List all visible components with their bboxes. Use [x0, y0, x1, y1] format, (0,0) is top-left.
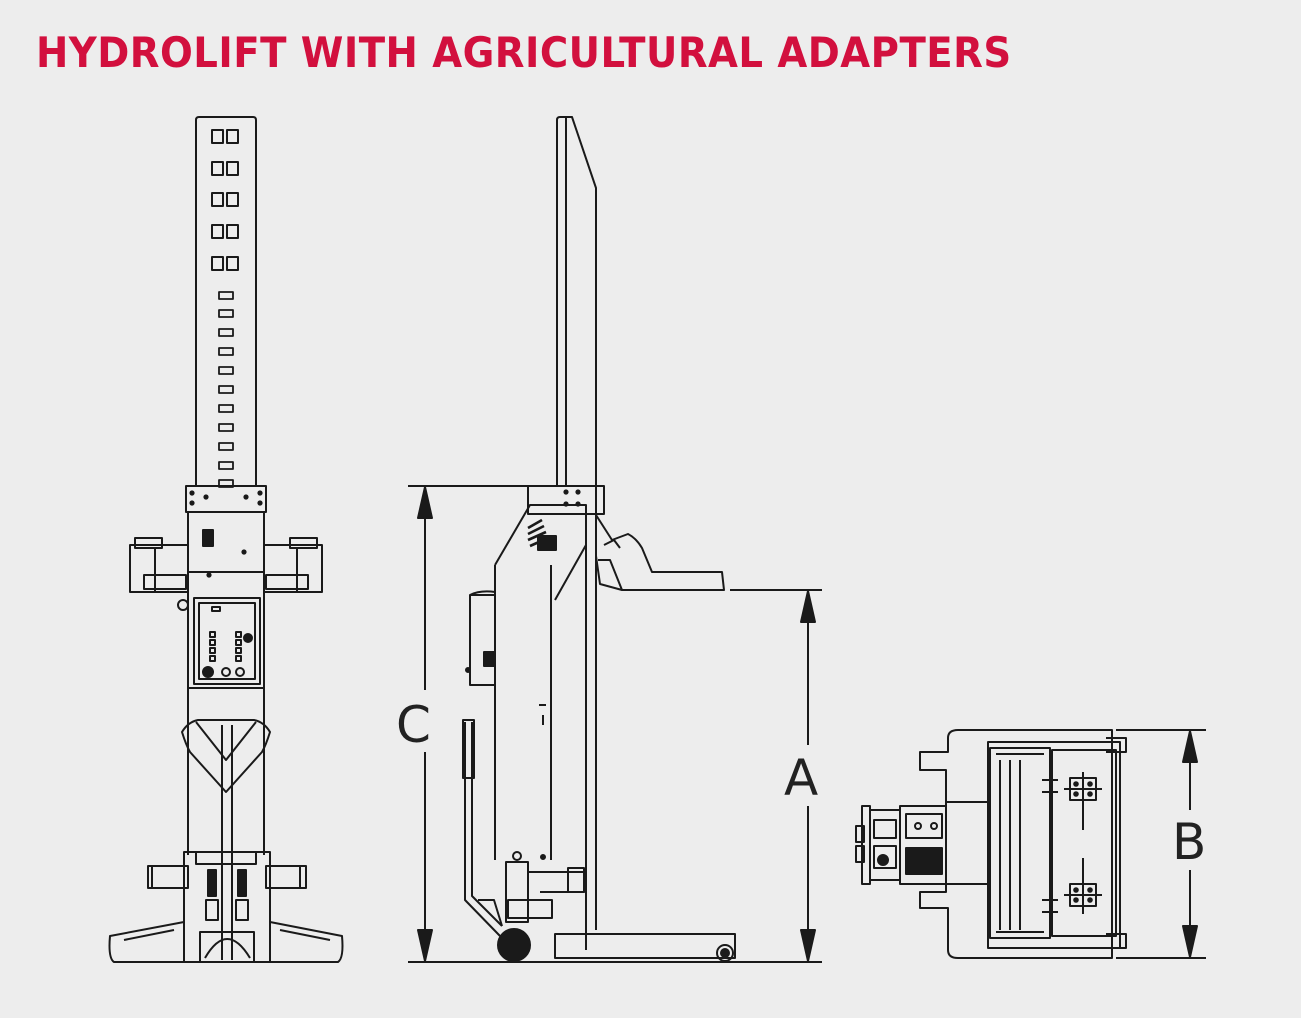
front-arms — [129, 537, 323, 593]
dimension-lines — [408, 485, 1206, 963]
side-view — [462, 116, 736, 962]
dimension-label-b: B — [1172, 813, 1207, 871]
control-panel — [193, 597, 261, 685]
dimension-label-c: C — [396, 696, 431, 754]
page-title: HYDROLIFT WITH AGRICULTURAL ADAPTERS — [36, 28, 1012, 77]
front-base — [108, 851, 344, 963]
mast-double-windows — [211, 129, 239, 271]
dimension-label-a: A — [784, 749, 819, 807]
top-view — [855, 729, 1127, 959]
mast-slots — [218, 291, 234, 488]
front-view — [108, 116, 344, 963]
